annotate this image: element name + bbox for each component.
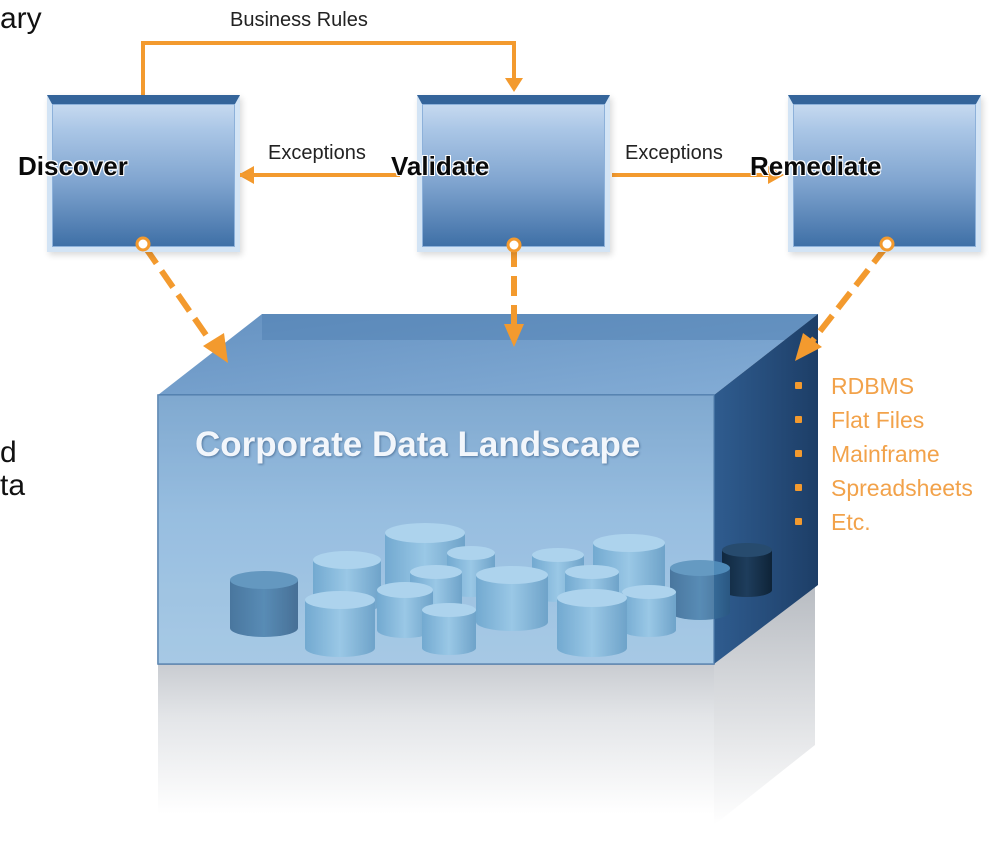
- data-source-item: Spreadsheets: [793, 473, 973, 507]
- database-cylinder: [722, 543, 772, 597]
- exceptions-right-label: Exceptions: [625, 142, 723, 164]
- remediate-box: [788, 95, 981, 252]
- data-source-label: Spreadsheets: [831, 475, 973, 501]
- data-source-item: Etc.: [793, 507, 973, 541]
- data-source-item: RDBMS: [793, 371, 973, 405]
- business-rules-label: Business Rules: [230, 9, 368, 31]
- bullet-icon: [795, 484, 802, 491]
- database-cylinder: [422, 603, 476, 655]
- discover-dashed-arrow: [142, 245, 216, 347]
- database-cylinder: [476, 566, 548, 631]
- cropped-text-left-2: ta: [0, 469, 26, 502]
- data-source-label: Mainframe: [831, 441, 940, 467]
- bullet-icon: [795, 382, 802, 389]
- remediate-dashed-arrow: [807, 245, 889, 346]
- connector-dots-overlay: [135, 173, 895, 253]
- data-source-label: RDBMS: [831, 373, 915, 399]
- validate-box: [417, 95, 610, 252]
- exceptions-left-label: Exceptions: [268, 142, 366, 164]
- bullet-icon: [795, 416, 802, 423]
- landscape-reflection: [158, 585, 815, 825]
- data-source-label: Etc.: [831, 509, 871, 535]
- landscape-glass: [158, 395, 714, 664]
- exceptions-right-arrowhead: [768, 166, 784, 184]
- database-cylinder: [230, 571, 298, 637]
- business-rules-arrow: [141, 41, 516, 95]
- database-cylinder: [670, 560, 730, 620]
- database-cylinder: [377, 582, 433, 638]
- cropped-text-left-1: d: [0, 436, 17, 469]
- landscape-title: Corporate Data Landscape: [195, 425, 641, 464]
- data-source-label: Flat Files: [831, 407, 925, 433]
- database-cylinder: [305, 591, 375, 657]
- database-cylinder: [557, 589, 627, 657]
- bullet-icon: [795, 518, 802, 525]
- business-rules-arrowhead: [505, 78, 523, 92]
- cropped-text-top: ary: [0, 2, 42, 35]
- dashed-arrow-heads: [203, 324, 822, 363]
- validate-label: Validate: [391, 151, 490, 181]
- database-cylinder: [622, 585, 676, 637]
- data-sources-list: RDBMS Flat Files Mainframe Spreadsheets …: [793, 371, 973, 541]
- dashed-arrows: [142, 245, 889, 347]
- discover-label: Discover: [18, 151, 128, 181]
- remediate-label: Remediate: [750, 151, 882, 181]
- database-cylinders: [230, 523, 772, 657]
- flow-arrows: [141, 41, 770, 177]
- data-source-item: Flat Files: [793, 405, 973, 439]
- discover-box: [47, 95, 240, 252]
- bullet-icon: [795, 450, 802, 457]
- data-source-item: Mainframe: [793, 439, 973, 473]
